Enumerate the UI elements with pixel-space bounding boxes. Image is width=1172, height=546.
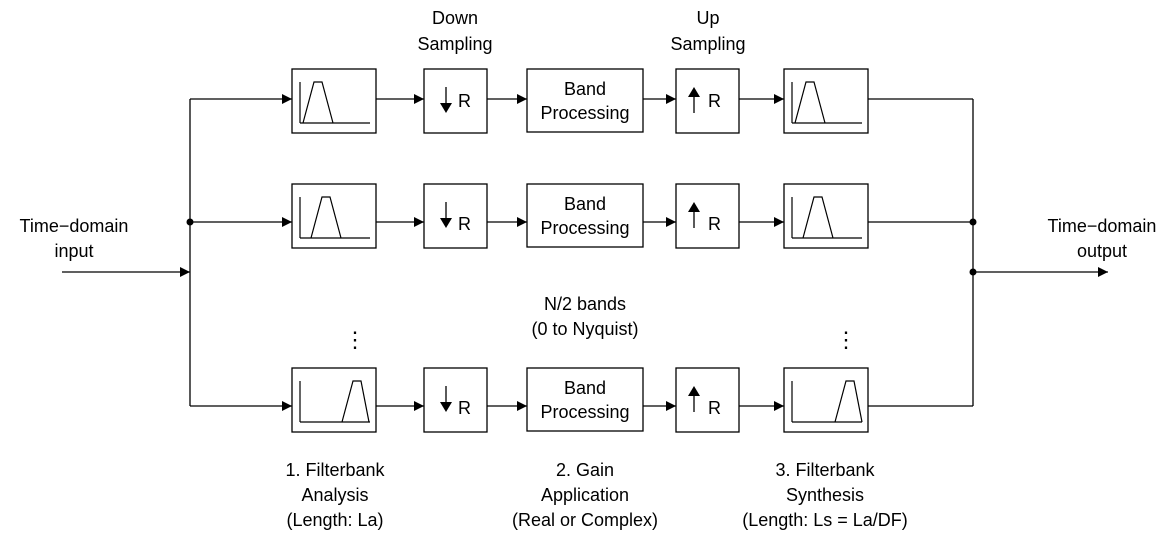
bandpass-response-icon (791, 196, 862, 239)
band-processing-label-line1: Band (564, 378, 606, 398)
band-processing-block: Band Processing (526, 183, 644, 248)
up-sampling-header-line1: Up (696, 8, 719, 28)
bands-note-line2: (0 to Nyquist) (531, 319, 638, 339)
stage-2-line2: Application (541, 485, 629, 505)
upsampler-block: R (675, 367, 740, 433)
band-processing-block: Band Processing (526, 68, 644, 133)
band-processing-label-line1: Band (564, 194, 606, 214)
down-sampling-header-line1: Down (432, 8, 478, 28)
band-processing-label-line2: Processing (540, 103, 629, 123)
analysis-filter-block (291, 367, 377, 433)
downsampler-block: R (423, 183, 488, 249)
upsample-factor: R (708, 91, 721, 111)
downsample-factor: R (458, 398, 471, 418)
stage-1-line1: 1. Filterbank (285, 460, 385, 480)
stage-2-line1: 2. Gain (556, 460, 614, 480)
band-row-1: R Band Processing R (190, 68, 973, 134)
lowpass-response-icon (791, 81, 862, 124)
stage-caption-analysis: 1. Filterbank Analysis (Length: La) (285, 460, 385, 530)
band-row-n: R Band Processing R (190, 367, 973, 433)
analysis-filter-block (291, 68, 377, 134)
input-label-line2: input (54, 241, 93, 261)
stage-3-line3: (Length: Ls = La/DF) (742, 510, 908, 530)
synthesis-filter-block (783, 68, 869, 134)
stage-1-line2: Analysis (301, 485, 368, 505)
synthesis-filter-block (783, 183, 869, 249)
analysis-filter-block (291, 183, 377, 249)
stage-2-line3: (Real or Complex) (512, 510, 658, 530)
bands-note-line1: N/2 bands (544, 294, 626, 314)
stage-1-line3: (Length: La) (286, 510, 383, 530)
stage-3-line1: 3. Filterbank (775, 460, 875, 480)
ellipsis-left: ⋮ (344, 327, 366, 352)
input-label-line1: Time−domain (20, 216, 129, 236)
stage-caption-synthesis: 3. Filterbank Synthesis (Length: Ls = La… (742, 460, 908, 530)
downsample-factor: R (458, 214, 471, 234)
downsample-factor: R (458, 91, 471, 111)
bandpass-response-icon (299, 196, 370, 239)
band-processing-block: Band Processing (526, 367, 644, 432)
down-sampling-header-line2: Sampling (417, 34, 492, 54)
highpass-response-icon (791, 380, 863, 423)
upsample-factor: R (708, 398, 721, 418)
upsample-factor: R (708, 214, 721, 234)
stage-caption-gain: 2. Gain Application (Real or Complex) (512, 460, 658, 530)
stage-3-line2: Synthesis (786, 485, 864, 505)
up-sampling-header-line2: Sampling (670, 34, 745, 54)
highpass-response-icon (299, 380, 370, 423)
band-processing-label-line1: Band (564, 79, 606, 99)
band-row-2: R Band Processing R (190, 183, 973, 249)
output-label-line2: output (1077, 241, 1127, 261)
synthesis-filter-block (783, 367, 869, 433)
output-label-line1: Time−domain (1048, 216, 1157, 236)
band-processing-label-line2: Processing (540, 402, 629, 422)
ellipsis-right: ⋮ (835, 327, 857, 352)
upsampler-block: R (675, 68, 740, 134)
downsampler-block: R (423, 367, 488, 433)
band-processing-label-line2: Processing (540, 218, 629, 238)
downsampler-block: R (423, 68, 488, 134)
upsampler-block: R (675, 183, 740, 249)
lowpass-response-icon (299, 81, 370, 124)
